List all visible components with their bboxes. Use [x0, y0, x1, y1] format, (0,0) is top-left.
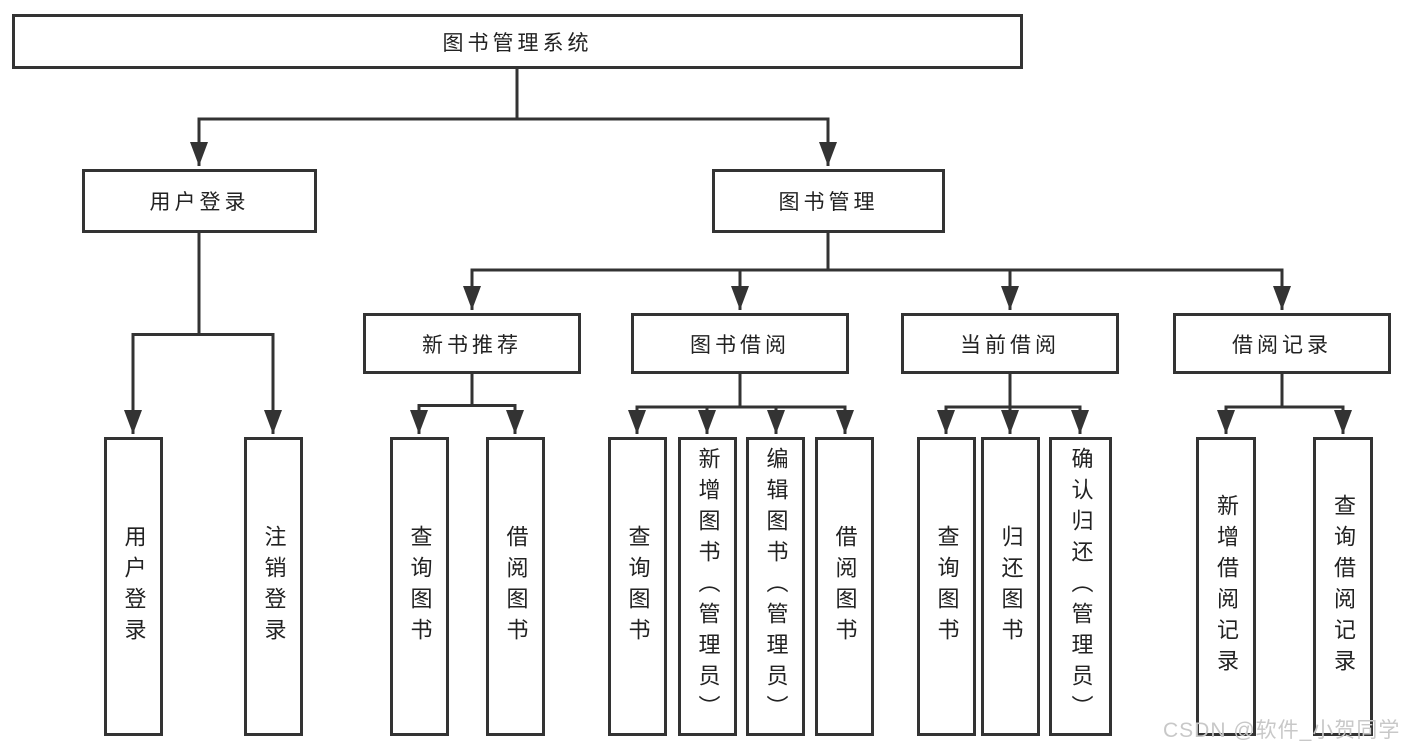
leaf-confirm-return-admin-label: 确认归还（管理员）: [1068, 447, 1094, 726]
node-book-borrow: 图书借阅: [631, 313, 849, 374]
leaf-query-books-current: 查询图书: [917, 437, 976, 736]
connector-root-to-level1: [190, 68, 837, 166]
node-new-book-recommend: 新书推荐: [363, 313, 581, 374]
leaf-borrow-books: 借阅图书: [815, 437, 874, 736]
node-book-management: 图书管理: [712, 169, 945, 233]
connector-new-book-children: [410, 374, 524, 434]
connector-current-borrow-children: [937, 374, 1089, 434]
node-library-system-label: 图书管理系统: [442, 31, 593, 55]
leaf-return-books: 归还图书: [981, 437, 1040, 736]
leaf-query-books-borrow: 查询图书: [608, 437, 667, 736]
node-book-borrow-label: 图书借阅: [690, 333, 790, 357]
csdn-watermark: CSDN @软件_小贺同学: [1163, 719, 1401, 742]
leaf-confirm-return-admin: 确认归还（管理员）: [1049, 437, 1112, 736]
leaf-query-books-current-label: 查询图书: [934, 524, 960, 649]
leaf-edit-book-admin-label: 编辑图书（管理员）: [763, 447, 789, 726]
leaf-query-borrow-record: 查询借阅记录: [1313, 437, 1373, 736]
leaf-logout-label: 注销登录: [261, 524, 287, 649]
node-current-borrow: 当前借阅: [901, 313, 1119, 374]
leaf-user-login: 用户登录: [104, 437, 163, 736]
leaf-query-books-recommend-label: 查询图书: [407, 524, 433, 649]
connector-book-management-to-groups: [463, 233, 1291, 310]
node-library-system: 图书管理系统: [12, 14, 1023, 69]
leaf-user-login-label: 用户登录: [121, 524, 147, 649]
connector-user-login-children: [124, 233, 282, 434]
leaf-add-borrow-record-label: 新增借阅记录: [1214, 493, 1239, 680]
node-user-login-label: 用户登录: [149, 191, 250, 214]
leaf-add-borrow-record: 新增借阅记录: [1196, 437, 1256, 736]
leaf-query-books-recommend: 查询图书: [390, 437, 449, 736]
node-borrow-records: 借阅记录: [1173, 313, 1391, 374]
leaf-query-books-borrow-label: 查询图书: [625, 524, 651, 649]
connector-borrow-records-children: [1217, 374, 1352, 434]
node-new-book-recommend-label: 新书推荐: [422, 333, 522, 357]
node-user-login: 用户登录: [82, 169, 317, 233]
connector-book-borrow-children: [628, 374, 854, 434]
leaf-logout: 注销登录: [244, 437, 303, 736]
node-book-management-label: 图书管理: [778, 191, 879, 214]
node-current-borrow-label: 当前借阅: [960, 333, 1060, 357]
leaf-add-book-admin-label: 新增图书（管理员）: [695, 447, 721, 726]
leaf-edit-book-admin: 编辑图书（管理员）: [746, 437, 805, 736]
leaf-borrow-books-recommend-label: 借阅图书: [503, 524, 529, 649]
leaf-borrow-books-label: 借阅图书: [832, 524, 858, 649]
leaf-query-borrow-record-label: 查询借阅记录: [1331, 493, 1356, 680]
leaf-borrow-books-recommend: 借阅图书: [486, 437, 545, 736]
leaf-add-book-admin: 新增图书（管理员）: [678, 437, 737, 736]
leaf-return-books-label: 归还图书: [998, 524, 1024, 649]
node-borrow-records-label: 借阅记录: [1232, 333, 1332, 357]
